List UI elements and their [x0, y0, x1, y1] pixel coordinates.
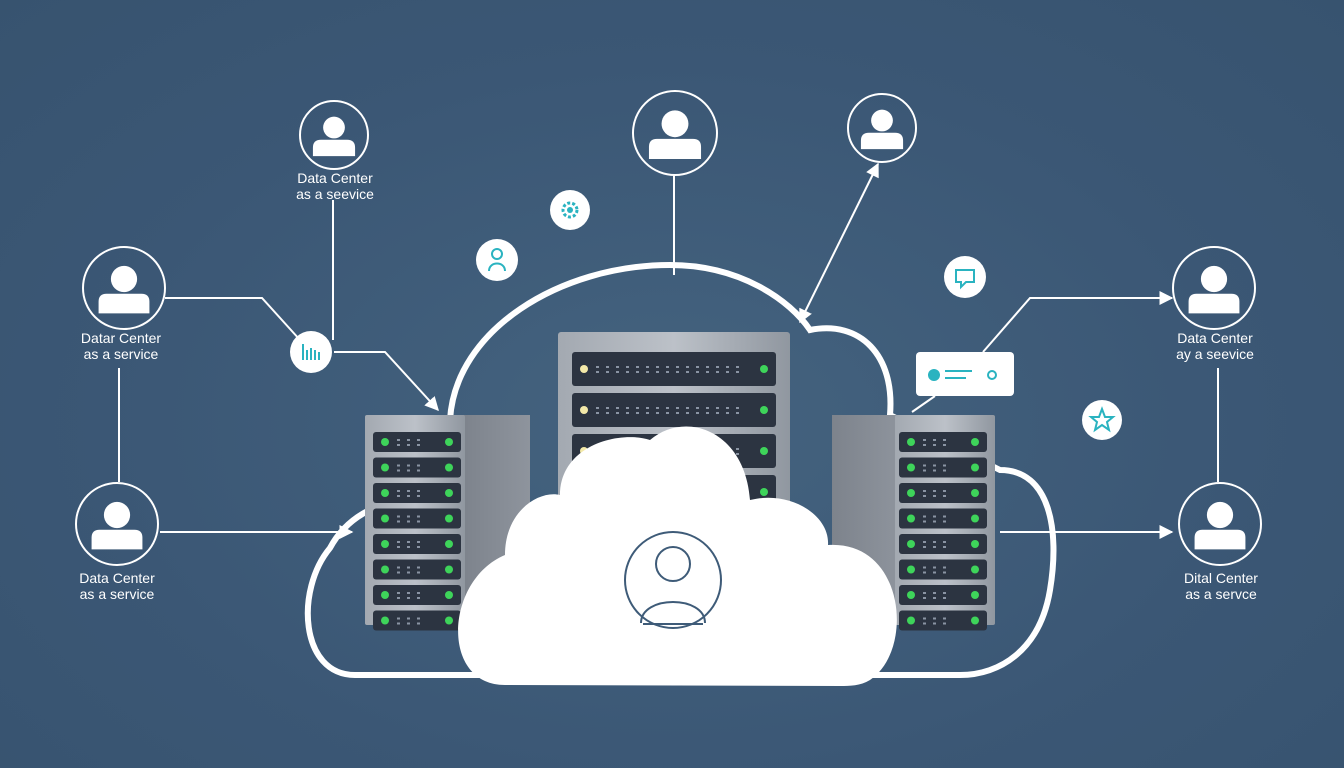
right-slot — [899, 585, 987, 605]
outer-cloud-outline — [304, 261, 1057, 678]
cloud-user-icon — [624, 531, 722, 629]
center-slot — [572, 352, 776, 386]
right-slot — [899, 559, 987, 580]
left-slot — [373, 559, 461, 580]
right-slot — [899, 483, 987, 503]
connector-mid-right — [982, 291, 1174, 353]
node-label-top-left: Data Center as a seevice — [270, 170, 400, 202]
left-slot — [373, 610, 461, 631]
cloud-icon — [458, 426, 897, 686]
node-label-mid-left: Datar Center as a service — [56, 330, 186, 362]
user-node-bottom-right — [1178, 482, 1262, 566]
status-panel-icon — [916, 352, 1014, 396]
left-slot — [373, 508, 461, 529]
center-slot — [572, 393, 776, 427]
node-label-line2: as a service — [79, 586, 155, 602]
right-slot — [899, 534, 987, 554]
user-icon — [323, 116, 345, 139]
node-label-line1: Dital Center — [1184, 570, 1258, 586]
user-node-top-left — [299, 100, 369, 170]
right-slot — [899, 508, 987, 529]
connector-mid-left — [165, 297, 301, 341]
node-label-mid-right: Data Center ay a seevice — [1150, 330, 1280, 362]
user-node-top-right — [847, 93, 917, 163]
node-label-line1: Data Center — [297, 170, 373, 186]
connector-chart-to-rack — [334, 351, 439, 412]
node-label-line2: as a service — [83, 346, 159, 362]
user-icon — [110, 265, 138, 293]
right-slot — [899, 610, 987, 631]
connector-panel-to-rack — [911, 395, 936, 413]
server-rack-right — [832, 415, 995, 631]
user-icon — [1206, 501, 1234, 529]
connector-top-right — [799, 162, 879, 324]
user-node-top-center — [632, 90, 718, 176]
user-node-bottom-left — [75, 482, 159, 566]
right-slot — [899, 432, 987, 452]
left-slot — [373, 432, 461, 452]
connectors — [118, 162, 1219, 539]
user-node-mid-left — [82, 246, 166, 330]
user-small-icon — [476, 239, 518, 281]
bar-chart-icon — [290, 331, 332, 373]
node-label-line1: Datar Center — [80, 330, 162, 346]
node-label-line2: as a seevice — [296, 186, 374, 202]
left-slot — [373, 483, 461, 503]
node-label-bottom-right: Dital Center as a servce — [1156, 570, 1286, 602]
user-icon — [1200, 265, 1228, 293]
left-slot — [373, 534, 461, 554]
left-slot — [373, 457, 461, 478]
node-label-bottom-left: Data Center as a service — [52, 570, 182, 602]
node-label-line1: Data Center — [79, 570, 155, 586]
right-slot — [899, 457, 987, 478]
node-label-line1: Data Center — [1177, 330, 1253, 346]
user-icon — [103, 501, 131, 529]
user-icon — [871, 109, 893, 132]
user-node-mid-right — [1172, 246, 1256, 330]
node-label-line2: ay a seevice — [1176, 346, 1254, 362]
star-icon — [1082, 400, 1122, 440]
gear-icon — [550, 190, 590, 230]
user-icon — [661, 110, 689, 138]
left-slot — [373, 585, 461, 605]
node-label-line2: as a servce — [1185, 586, 1257, 602]
chat-bubble-icon — [944, 256, 986, 298]
